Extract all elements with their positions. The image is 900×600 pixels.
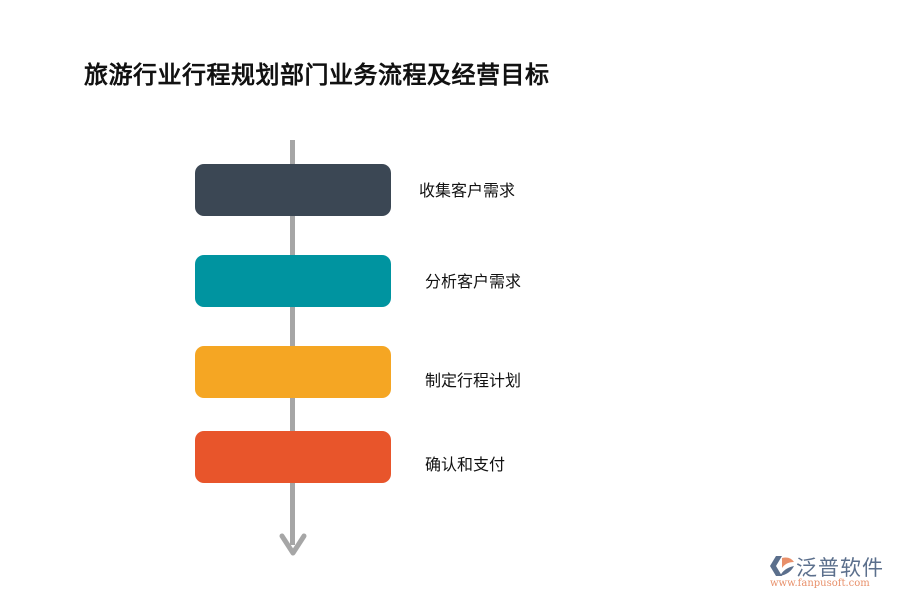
step-box-collect xyxy=(195,164,391,216)
step-label-collect: 收集客户需求 xyxy=(419,181,516,200)
logo-url: www.fanpusoft.com xyxy=(770,578,870,589)
step-label-analyze: 分析客户需求 xyxy=(425,272,522,291)
arrow-down-icon xyxy=(279,533,307,556)
flow-axis-line xyxy=(290,140,295,545)
page-title: 旅游行业行程规划部门业务流程及经营目标 xyxy=(84,61,550,89)
step-label-confirm: 确认和支付 xyxy=(425,455,506,474)
logo-name: 泛普软件 xyxy=(796,556,884,580)
step-box-plan xyxy=(195,346,391,398)
brand-logo: 泛普软件 www.fanpusoft.com xyxy=(768,550,893,590)
logo-mark-icon xyxy=(770,556,794,576)
step-box-confirm xyxy=(195,431,391,483)
step-box-analyze xyxy=(195,255,391,307)
step-label-plan: 制定行程计划 xyxy=(425,371,522,390)
